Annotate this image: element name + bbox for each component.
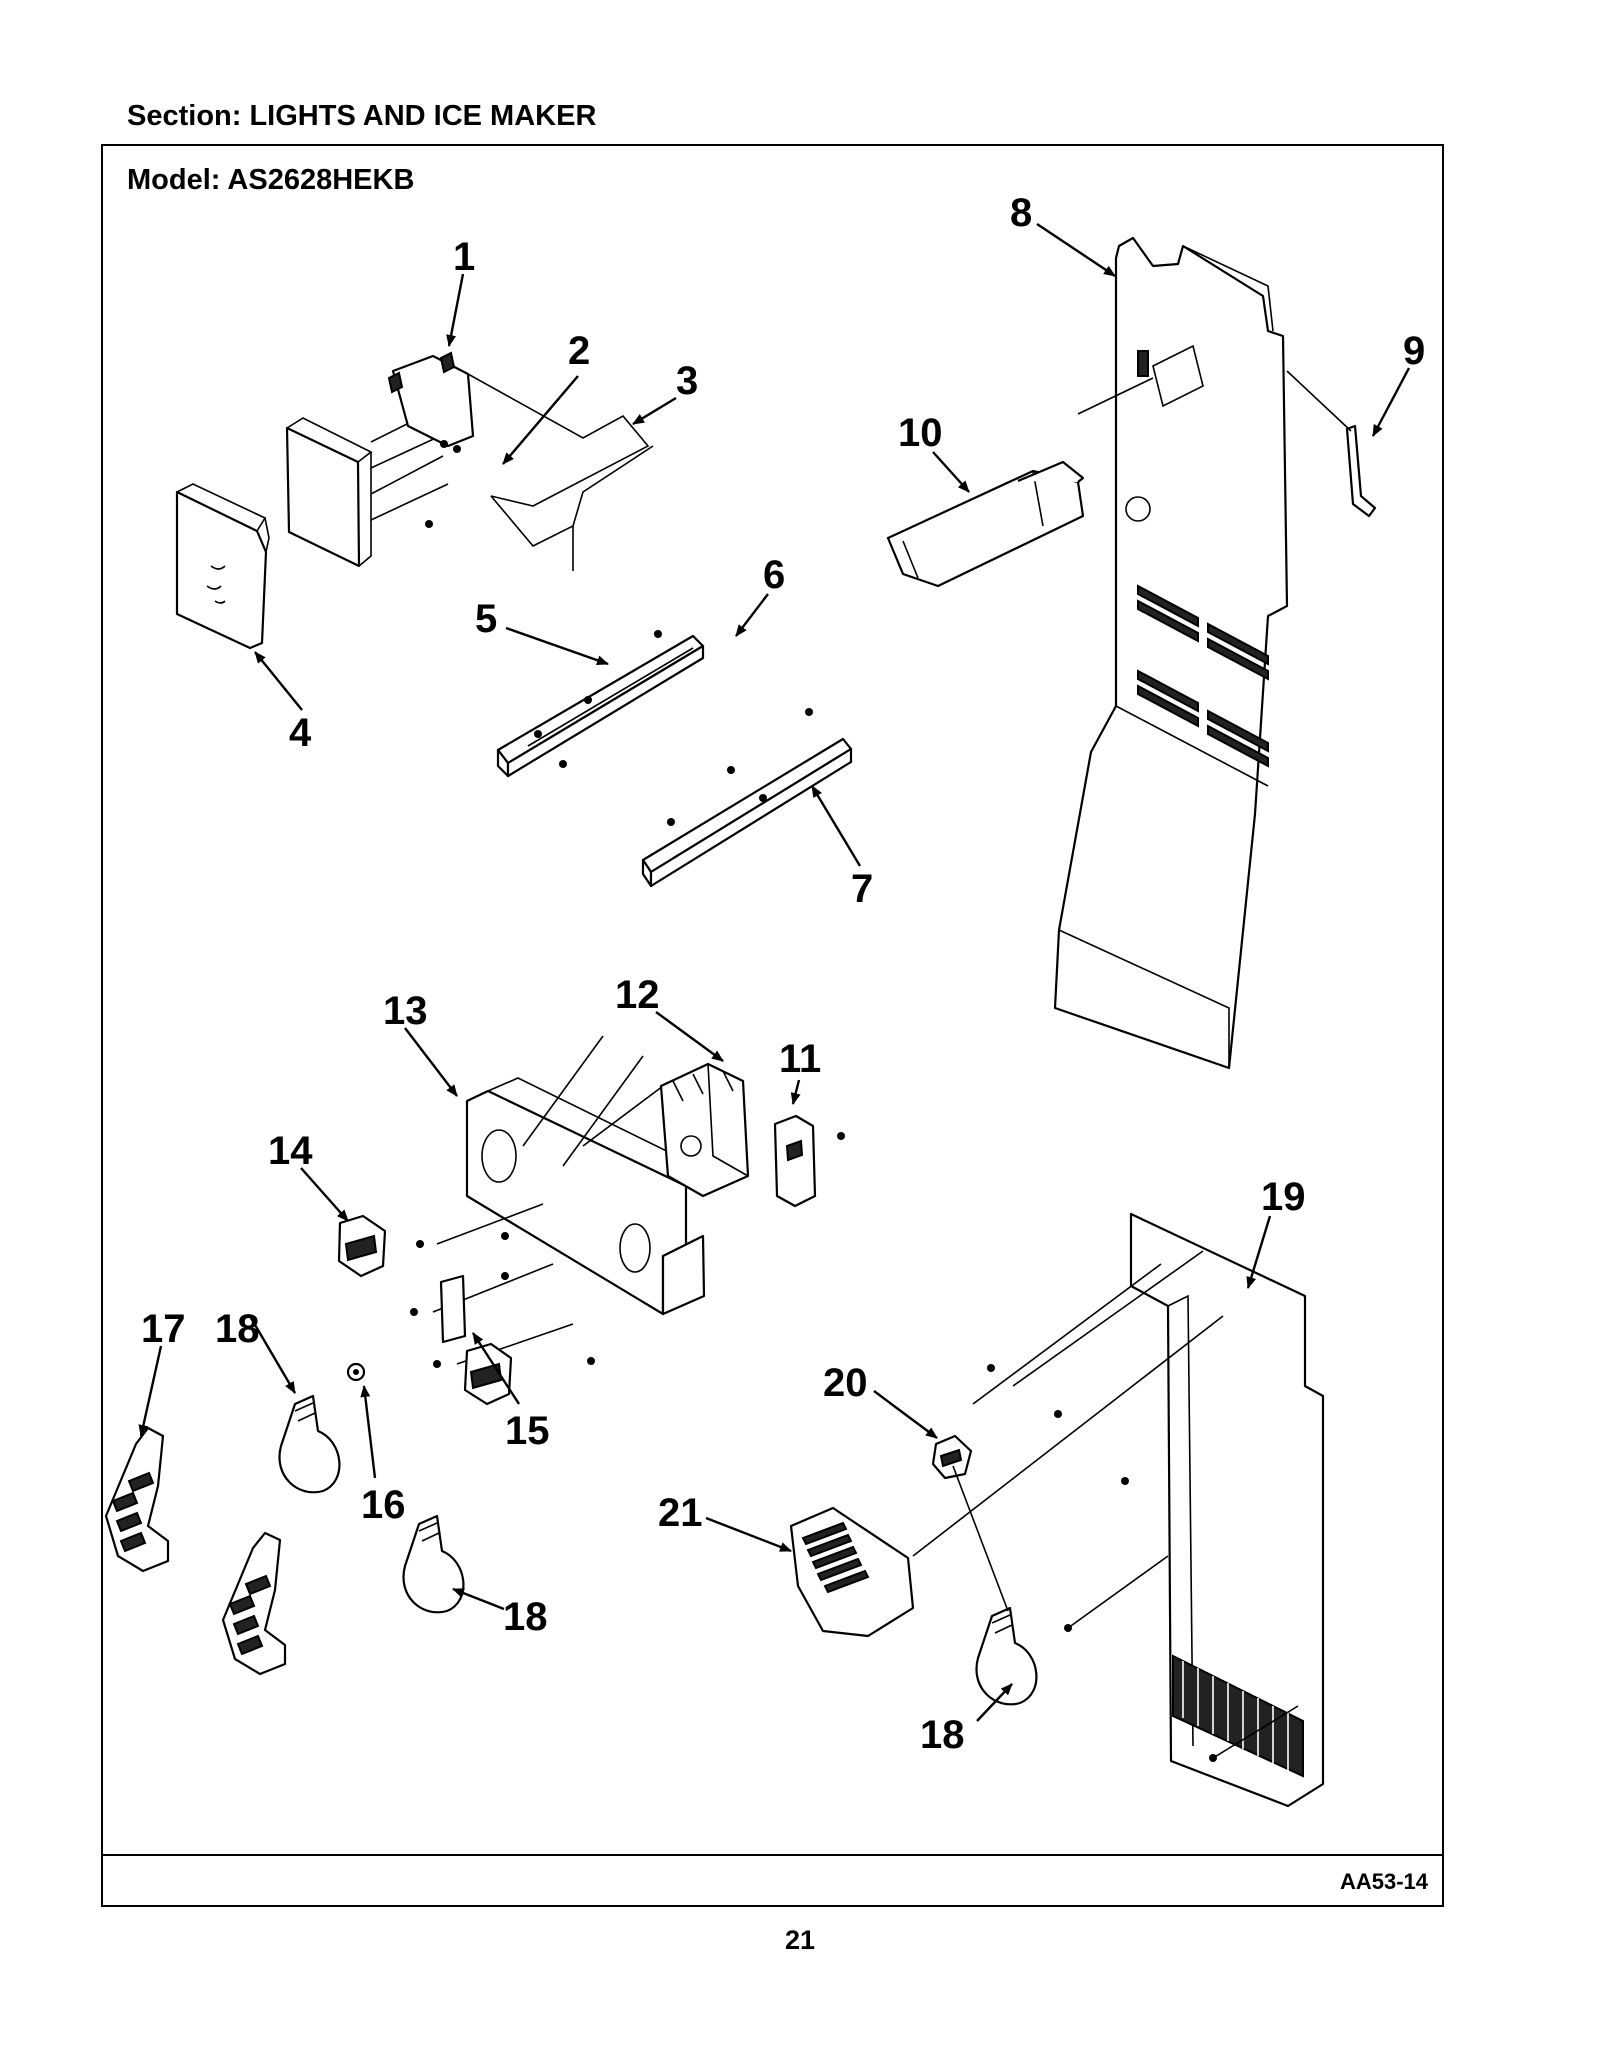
callout-8: 8 <box>1010 191 1032 235</box>
part-bracket <box>1286 370 1377 518</box>
screw <box>501 1272 509 1280</box>
callout-3: 3 <box>676 359 698 403</box>
callout-6: 6 <box>763 553 785 597</box>
section-title: Section: LIGHTS AND ICE MAKER <box>127 100 597 132</box>
callout-16: 16 <box>361 1483 406 1527</box>
screw <box>584 696 592 704</box>
screw <box>453 445 461 453</box>
screw <box>440 440 448 448</box>
screw <box>805 708 813 716</box>
part-ice-maker-cover <box>175 483 270 650</box>
callout-12: 12 <box>615 973 660 1017</box>
part-lamp-socket-lower <box>463 1342 513 1406</box>
callout-13: 13 <box>383 989 428 1033</box>
light-housing-vents <box>1172 1654 1304 1778</box>
callout-14: 14 <box>268 1129 313 1173</box>
part-grommet <box>346 1362 366 1382</box>
callout-18-middle: 18 <box>503 1595 548 1639</box>
part-switch <box>773 1114 817 1208</box>
callout-17: 17 <box>141 1307 186 1351</box>
callout-7: 7 <box>851 867 873 911</box>
part-ice-chute <box>886 460 1085 588</box>
part-liner-panel <box>1053 236 1289 1070</box>
screw <box>410 1308 418 1316</box>
callout-1: 1 <box>453 235 475 279</box>
screw <box>727 766 735 774</box>
callout-11: 11 <box>779 1037 821 1081</box>
callout-21: 21 <box>658 1491 703 1535</box>
callout-10: 10 <box>898 411 943 455</box>
part-bulb-socket <box>931 1434 1009 1612</box>
part-light-cover-right <box>221 1531 287 1676</box>
leader-lines <box>138 223 1411 1722</box>
screw <box>1121 1477 1129 1485</box>
callout-2: 2 <box>568 329 590 373</box>
callout-9: 9 <box>1403 329 1425 373</box>
part-motor <box>659 1062 750 1198</box>
part-light-lens <box>789 1506 915 1638</box>
screw <box>559 760 567 768</box>
screw <box>534 730 542 738</box>
model-label: Model: AS2628HEKB <box>127 164 415 196</box>
part-bulb-a <box>278 1394 341 1494</box>
screw <box>837 1132 845 1140</box>
diagram-code: AA53-14 <box>1339 1869 1428 1894</box>
callout-20: 20 <box>823 1361 868 1405</box>
page-number: 21 <box>784 1925 816 1955</box>
part-bulb-b <box>402 1514 465 1614</box>
part-slide-rail-right <box>641 737 853 888</box>
screw <box>1209 1754 1217 1762</box>
part-ice-maker-body <box>285 351 654 571</box>
screw <box>587 1357 595 1365</box>
screw <box>667 818 675 826</box>
callout-5: 5 <box>475 597 497 641</box>
screw <box>433 1360 441 1368</box>
part-light-housing <box>912 1212 1325 1808</box>
screw <box>759 794 767 802</box>
screw <box>1064 1624 1072 1632</box>
part-light-cover-left <box>104 1426 170 1573</box>
callout-labels: 1 2 3 4 5 6 7 8 9 10 11 12 13 14 15 16 1… <box>141 191 1425 1757</box>
part-lamp-socket-upper <box>337 1214 387 1278</box>
liner-vents <box>1137 584 1269 768</box>
screw <box>416 1240 424 1248</box>
exploded-parts-diagram: 1 2 3 4 5 6 7 8 9 10 11 12 13 14 15 16 1… <box>104 191 1425 1808</box>
callout-18-upper: 18 <box>215 1307 260 1351</box>
part-control-housing <box>465 1035 706 1316</box>
footer-divider <box>103 1854 1442 1856</box>
callout-4: 4 <box>289 711 312 755</box>
callout-19: 19 <box>1261 1175 1306 1219</box>
callout-15: 15 <box>505 1409 550 1453</box>
part-slide-rail-left <box>496 634 705 778</box>
part-clip <box>439 1274 467 1344</box>
screw <box>1054 1410 1062 1418</box>
part-bulb-c <box>975 1606 1038 1706</box>
screw <box>501 1232 509 1240</box>
screw <box>425 520 433 528</box>
callout-18-lower: 18 <box>920 1713 965 1757</box>
diagram-frame: Model: AS2628HEKB <box>101 144 1444 1907</box>
screw <box>987 1364 995 1372</box>
screw <box>654 630 662 638</box>
